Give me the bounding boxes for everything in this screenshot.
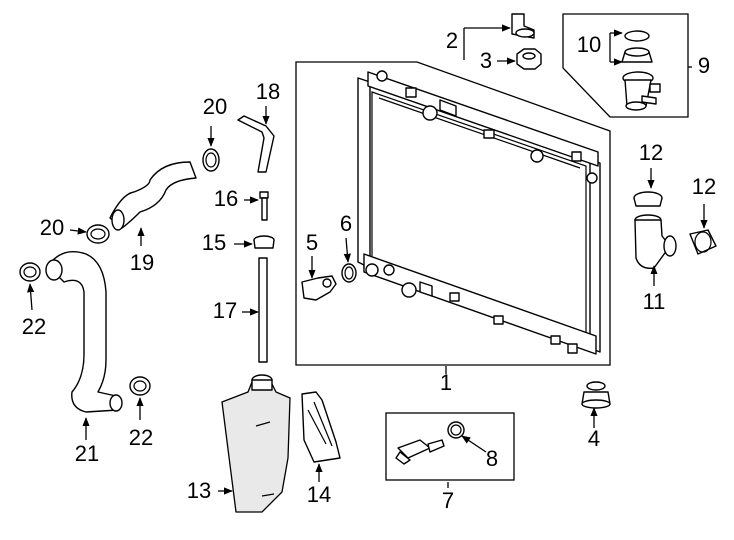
callout-12-side: 12 bbox=[692, 174, 716, 199]
callout-20-lower: 20 bbox=[40, 215, 64, 240]
temperature-sensor-o-ring[interactable] bbox=[447, 421, 465, 439]
reservoir-tube[interactable] bbox=[258, 257, 268, 363]
callout-4: 4 bbox=[588, 426, 600, 451]
callout-2: 2 bbox=[446, 28, 458, 53]
callout-17: 17 bbox=[213, 298, 237, 323]
callout-13: 13 bbox=[187, 478, 211, 503]
leader-lines bbox=[26, 24, 708, 495]
hose-clamp-lower-right[interactable] bbox=[129, 376, 151, 396]
callout-22-right: 22 bbox=[129, 425, 153, 450]
drain-plug[interactable] bbox=[301, 275, 337, 301]
callout-14: 14 bbox=[307, 482, 331, 507]
callout-labels: 1 2 3 4 5 6 7 8 9 10 11 12 12 13 14 15 1… bbox=[22, 28, 716, 513]
callout-15: 15 bbox=[202, 230, 226, 255]
callout-21: 21 bbox=[75, 441, 99, 466]
filler-neck[interactable] bbox=[622, 71, 661, 111]
nut[interactable] bbox=[516, 48, 542, 70]
radiator-core[interactable] bbox=[357, 70, 601, 355]
callout-11: 11 bbox=[643, 289, 666, 314]
callout-7: 7 bbox=[442, 488, 454, 513]
callout-8: 8 bbox=[486, 446, 498, 471]
callout-18: 18 bbox=[256, 79, 280, 104]
callout-19: 19 bbox=[130, 250, 154, 275]
callout-22-left: 22 bbox=[22, 314, 46, 339]
hose-clamp-upper-right[interactable] bbox=[202, 148, 220, 172]
mounting-bracket[interactable] bbox=[511, 13, 535, 39]
lower-radiator-hose[interactable] bbox=[45, 251, 123, 413]
radiator-cap[interactable] bbox=[621, 30, 653, 63]
coolant-reservoir-tank[interactable] bbox=[221, 374, 291, 513]
overflow-hose[interactable] bbox=[237, 115, 275, 173]
callout-1: 1 bbox=[440, 370, 452, 395]
hose-clamp-lower-left[interactable] bbox=[19, 262, 41, 282]
water-pipe[interactable] bbox=[634, 214, 677, 269]
callout-3: 3 bbox=[480, 48, 492, 73]
radiator-assembly-frame bbox=[295, 61, 611, 366]
reservoir-bracket[interactable] bbox=[301, 391, 341, 463]
hose-clamp-upper-left[interactable] bbox=[86, 224, 110, 244]
callout-10: 10 bbox=[577, 32, 601, 57]
drain-plug-o-ring[interactable] bbox=[341, 263, 357, 283]
temperature-sensor[interactable] bbox=[395, 439, 445, 465]
reservoir-cap[interactable] bbox=[253, 235, 275, 249]
callout-20-upper: 20 bbox=[203, 94, 227, 119]
callout-9: 9 bbox=[698, 53, 710, 78]
pipe-clamp-side[interactable] bbox=[689, 229, 717, 255]
callout-5: 5 bbox=[306, 230, 318, 255]
bleeder-bolt[interactable] bbox=[259, 191, 269, 221]
insulator[interactable] bbox=[581, 381, 611, 409]
radiator-cap-kit-frame bbox=[562, 13, 689, 118]
upper-radiator-hose[interactable] bbox=[109, 161, 197, 231]
pipe-clamp-upper[interactable] bbox=[633, 191, 663, 207]
temperature-sensor-frame bbox=[385, 412, 515, 481]
callout-16: 16 bbox=[214, 186, 238, 211]
callout-6: 6 bbox=[340, 211, 352, 236]
callout-12-upper: 12 bbox=[639, 140, 663, 165]
